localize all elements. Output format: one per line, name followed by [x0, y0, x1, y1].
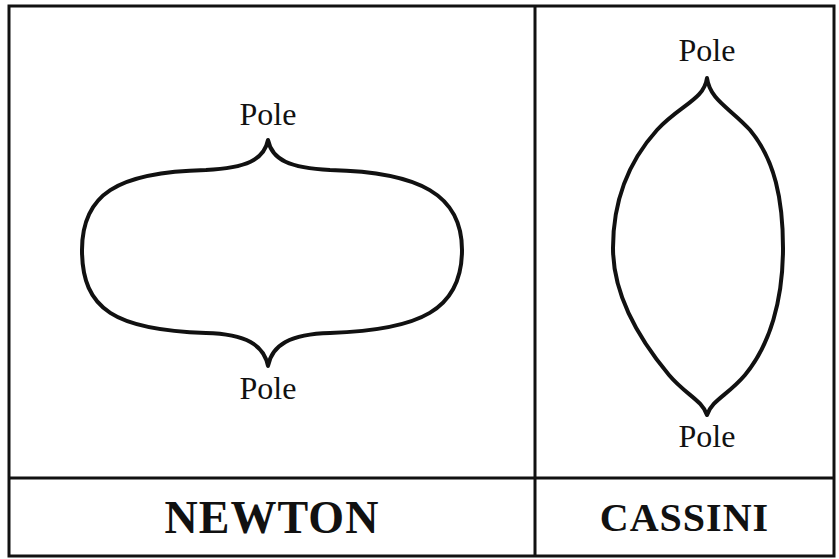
divider-line: [9, 477, 834, 480]
caption-cell: NEWTON: [11, 480, 533, 554]
pole-label: Pole: [679, 420, 736, 452]
name-label: CASSINI: [600, 494, 769, 541]
prolate-earth-shape: [613, 78, 783, 415]
name-label: NEWTON: [165, 491, 380, 544]
pole-label: Pole: [240, 98, 297, 130]
oblate-earth-shape: [82, 140, 462, 366]
pole-label: Pole: [240, 372, 297, 404]
pole-label: Pole: [679, 34, 736, 66]
outer-frame: [9, 6, 834, 556]
divider-line: [534, 6, 537, 556]
caption-cell: CASSINI: [537, 480, 832, 554]
